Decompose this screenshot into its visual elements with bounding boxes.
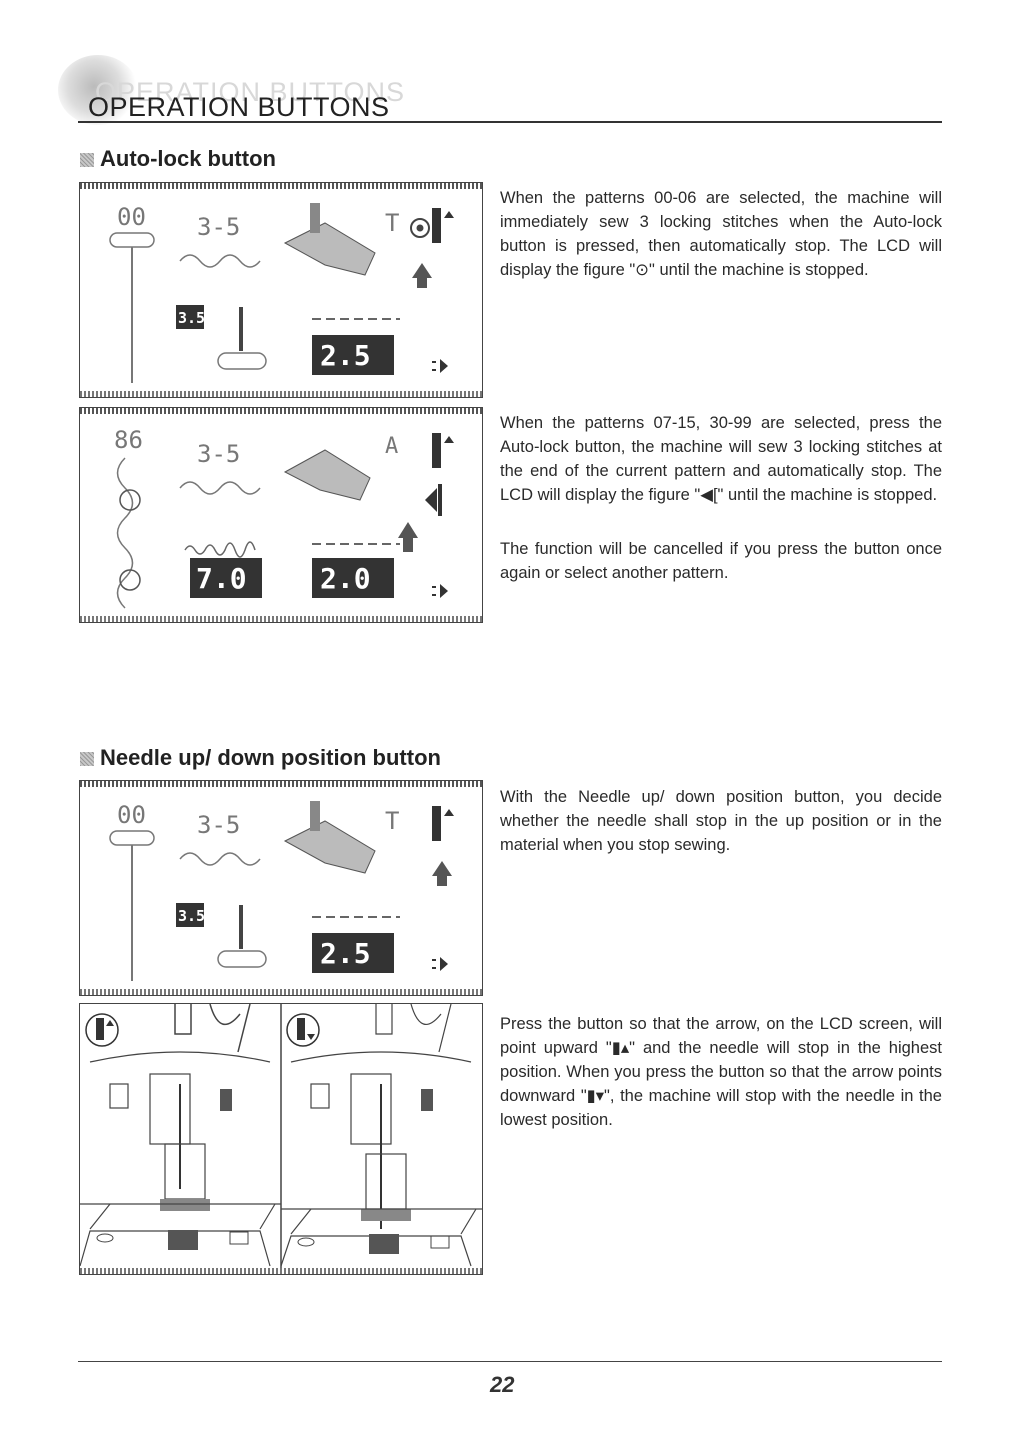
autolock-paragraph-2: When the patterns 07-15, 30-99 are selec…: [500, 414, 942, 504]
lcd2-pointer-arrow-icon: [398, 522, 418, 552]
lcd1-width-box: [176, 305, 204, 329]
page-number: 22: [490, 1372, 515, 1397]
lcd3-width-box: [176, 903, 204, 927]
lcd3-pattern-number: 00: [117, 801, 146, 829]
lcd3-width-value: 3.5: [178, 907, 205, 925]
lcd1-stitch-pattern-icon: [179, 254, 261, 268]
lcd3-stitch-icon: [109, 830, 155, 846]
section-title-autolock-text: Auto-lock button: [100, 146, 276, 171]
autolock-paragraph-3: The function will be cancelled if you pr…: [500, 540, 942, 582]
lcd2-stitch-pattern-icon: [179, 481, 261, 495]
lcd-panel-autolock-1: 00 3-5 T 3.5 2.5: [79, 182, 483, 398]
lcd1-stitch-icon: [109, 232, 155, 248]
lcd1-pointer-arrow-icon: [412, 263, 432, 288]
section-title-needle-text: Needle up/ down position button: [100, 745, 441, 770]
lcd1-needle-up-icon: [432, 208, 454, 243]
lcd2-needle-up-icon: [432, 433, 454, 468]
lcd2-length: 3-5: [197, 440, 240, 468]
lcd3-pointer-arrow-icon: [432, 861, 452, 886]
section-title-needle: Needle up/ down position button: [80, 745, 441, 771]
lcd2-value: 2.0: [320, 562, 371, 595]
lcd2-autolock-end-icon: [425, 484, 442, 516]
lcd2-width-box: [190, 558, 262, 598]
lcd2-decorative-stitch-icon: [116, 457, 134, 609]
lcd1-pattern-number: 00: [117, 203, 146, 231]
lcd2-play-icon: [432, 584, 448, 598]
footer-rule: [78, 1361, 942, 1362]
needle-paragraph-2: Press the button so that the arrow, on t…: [500, 1015, 942, 1129]
autolock-paragraph-1: When the patterns 00-06 are selected, th…: [500, 189, 942, 279]
machine-needle-up-illustration: [80, 1004, 281, 1267]
lcd2-value-box: [312, 558, 394, 598]
header-rule: [78, 121, 942, 123]
lcd3-stitch-pattern-icon: [179, 852, 261, 866]
needle-paragraph-1: With the Needle up/ down position button…: [500, 788, 942, 854]
lcd2-flower-icon: [119, 569, 141, 591]
lcd2-width-value: 7.0: [196, 562, 247, 595]
needle-illustrations: [80, 1004, 482, 1274]
lcd-screen-1: 00 3-5 T 3.5 2.5: [109, 203, 454, 383]
machine-needle-down-illustration: [280, 1004, 482, 1267]
section-marker-icon: [80, 752, 94, 766]
lcd2-foot-letter: A: [385, 434, 398, 459]
lcd-panel-autolock-2: 86 3-5 A 7.0 2.0: [79, 407, 483, 623]
lcd-panel-needle: 00 3-5 T 3.5 2.5: [79, 780, 483, 996]
lcd1-autolock-indicator-icon: [410, 218, 430, 238]
lcd2-flower-icon: [119, 489, 141, 511]
lcd3-length: 3-5: [197, 811, 240, 839]
lcd1-width-value: 3.5: [178, 309, 205, 327]
lcd3-foot-outline: [217, 950, 267, 968]
lcd1-foot-letter: T: [385, 209, 399, 237]
lcd1-length: 3-5: [197, 213, 240, 241]
section-marker-icon: [80, 153, 94, 167]
lcd2-pattern-number: 86: [114, 426, 143, 454]
header-decoration: [58, 55, 138, 125]
lcd-screen-2: 86 3-5 A 7.0 2.0: [114, 426, 454, 609]
lcd3-foot-letter: T: [385, 807, 399, 835]
lcd3-needle-up-icon: [432, 806, 454, 841]
lcd1-presser-foot-icon: [283, 203, 376, 276]
lcd3-value-box: [312, 933, 394, 973]
lcd1-value-box: [312, 335, 394, 375]
lcd3-play-icon: [432, 957, 448, 971]
lcd1-foot-outline: [217, 352, 267, 370]
lcd3-presser-foot-icon: [283, 801, 376, 874]
lcd1-value: 2.5: [320, 339, 371, 372]
lcd2-zigzag-icon: [184, 541, 256, 558]
lcd1-play-icon: [432, 359, 448, 373]
lcd-screen-3: 00 3-5 T 3.5 2.5: [109, 801, 454, 981]
page-title: OPERATION BUTTONS: [88, 92, 390, 122]
header-title-shadow: OPERATION BUTTONS: [95, 77, 406, 107]
needle-illustration-panel: [79, 1003, 483, 1275]
lcd2-presser-foot-icon: [283, 449, 371, 501]
lcd3-value: 2.5: [320, 937, 371, 970]
section-title-autolock: Auto-lock button: [80, 146, 276, 172]
